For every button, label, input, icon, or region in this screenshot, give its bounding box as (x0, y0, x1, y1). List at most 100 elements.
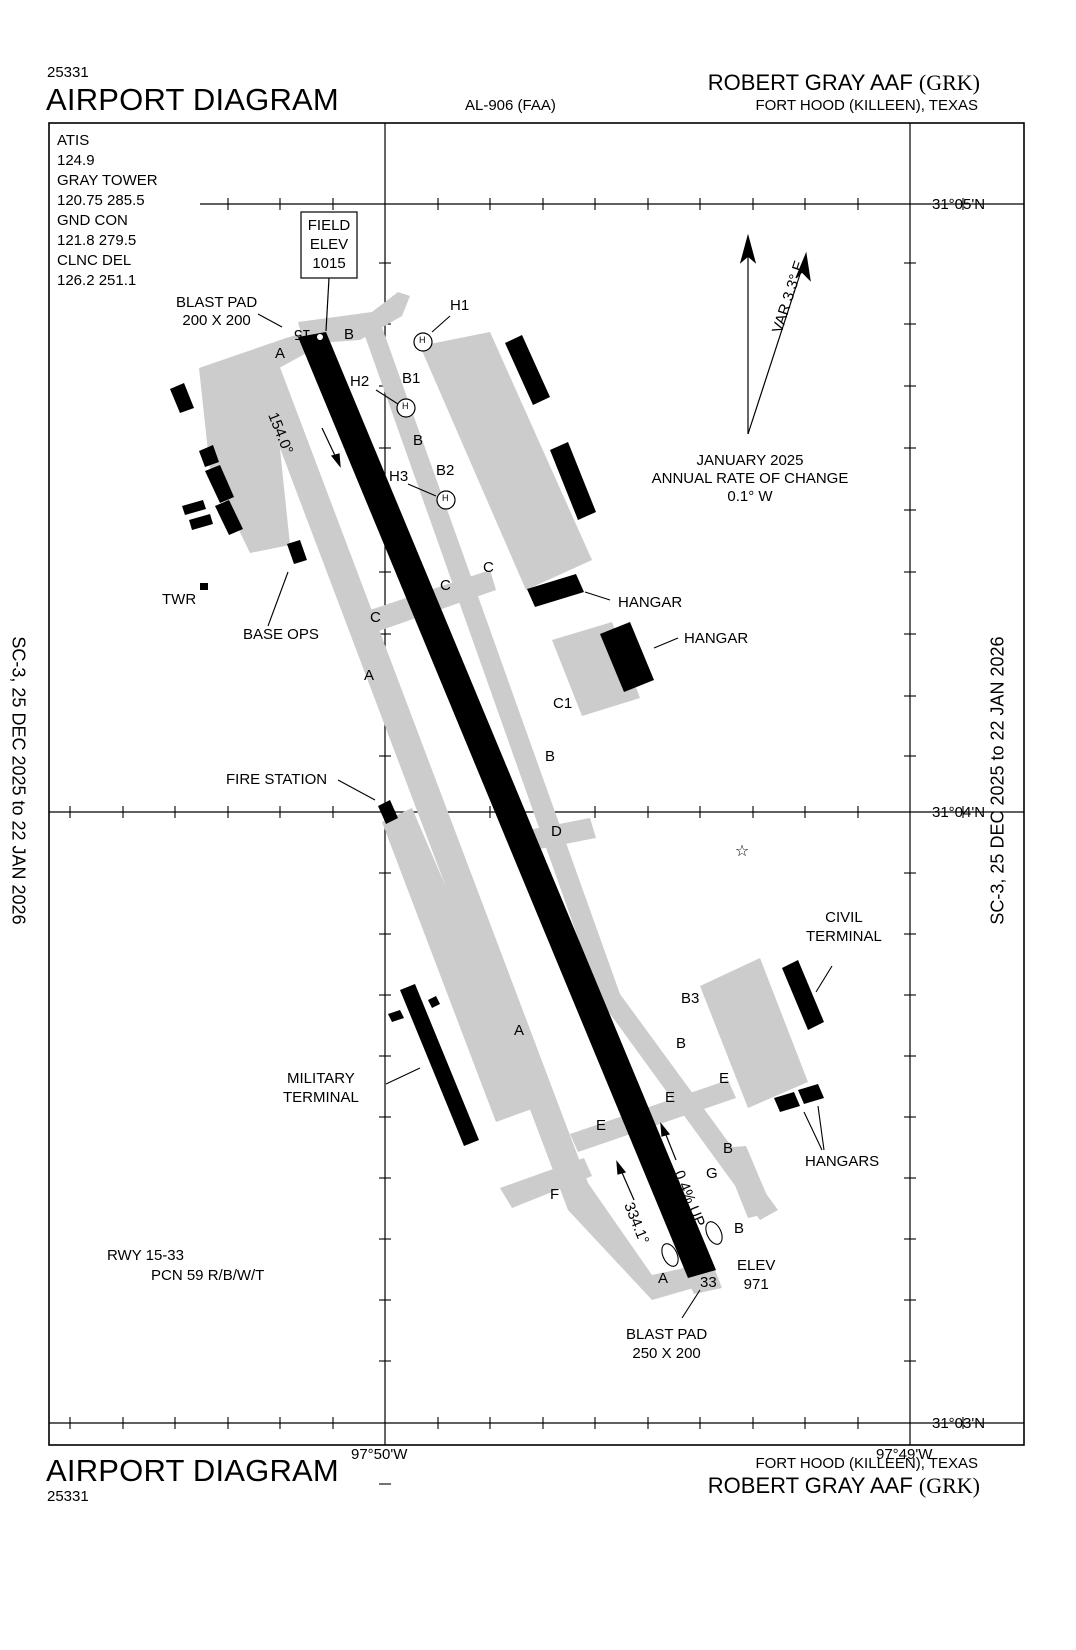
helipad-h3 (436, 490, 456, 510)
freq-tower-value: 120.75 285.5 (57, 192, 145, 209)
freq-ground-label: GND CON (57, 212, 128, 229)
blast-pad-north-label: BLAST PAD 200 X 200 (176, 294, 257, 330)
magnetic-north-arrows (739, 233, 811, 435)
taxiway-label-b1: B1 (402, 370, 421, 387)
magvar-info: JANUARY 2025 ANNUAL RATE OF CHANGE 0.1° … (630, 452, 870, 506)
taxiway-label-a-end: A (658, 1270, 669, 1287)
civil-terminal (782, 960, 824, 1030)
taxiway-label-b-north: B (344, 326, 355, 343)
building-nw-1 (170, 383, 194, 413)
hangar-c1-label: HANGAR (684, 630, 749, 647)
field-elev-line1: FIELD (307, 217, 351, 234)
building-ne-1 (505, 335, 550, 405)
taxiway-label-b-end: B (734, 1220, 745, 1237)
taxiway-label-b2: B2 (436, 462, 455, 479)
runway-heading-arrows (321, 427, 677, 1201)
military-terminal-label: MILITARY TERMINAL (283, 1069, 359, 1107)
lon-label-97-49: 97°49'W (876, 1446, 933, 1463)
hangar-south-2 (798, 1084, 824, 1104)
buildings (170, 335, 824, 1146)
runway-info-line1: RWY 15-33 (107, 1247, 184, 1264)
twr-label: TWR (162, 591, 197, 608)
grid-ticks (69, 198, 964, 1485)
runway-end-elev-value: 971 (743, 1276, 769, 1293)
helipad-h1 (413, 332, 433, 352)
hangar-south-1 (774, 1092, 800, 1112)
airport-location-top: FORT HOOD (KILLEEN), TEXAS (755, 97, 978, 114)
civil-terminal-line1: CIVIL (825, 909, 863, 926)
taxiway-label-a-north: A (275, 345, 286, 362)
taxiway-label-e-3: E (596, 1117, 607, 1134)
taxiway-d-connector (528, 818, 596, 850)
blast-pad-north-dims: 200 X 200 (182, 312, 251, 329)
taxiway-a-strip (248, 362, 704, 1300)
true-north-arrowhead (739, 233, 757, 264)
lat-label-31-05: 31°05'N (932, 196, 986, 213)
hangar-north-label: HANGAR (618, 594, 683, 611)
h3-pad-letter: H (442, 493, 449, 503)
taxiway-label-a-mid: A (364, 667, 375, 684)
leader-lines (257, 313, 833, 1319)
h1-pad-letter: H (419, 335, 426, 345)
helipad-h2 (396, 398, 416, 418)
fire-station (378, 800, 398, 824)
building-nw-2 (199, 445, 219, 467)
map-frame (48, 122, 1025, 1446)
freq-clearance-label: CLNC DEL (57, 252, 132, 269)
freq-tower-label: GRAY TOWER (57, 172, 158, 189)
chart-number-bottom: 25331 (47, 1488, 89, 1505)
taxiway-label-c-3: C (370, 609, 381, 626)
freq-clearance-value: 126.2 251.1 (57, 272, 137, 289)
base-ops-building (287, 540, 307, 564)
taxiway-label-c1: C1 (553, 695, 573, 712)
building-military-2 (388, 1010, 404, 1022)
chart-number-top: 25331 (47, 64, 89, 81)
frequency-list: ATIS 124.9 GRAY TOWER 120.75 285.5 GND C… (57, 131, 158, 291)
airport-name-top: ROBERT GRAY AAF (GRK) (708, 70, 980, 96)
taxiway-label-c-1: C (440, 577, 451, 594)
airport-ident-bottom: (GRK) (918, 1473, 980, 1498)
field-elev-line2: ELEV (309, 236, 349, 253)
taxiway-g-connector (720, 1146, 774, 1218)
taxiway-label-g: G (706, 1165, 718, 1182)
airport-name-bottom: ROBERT GRAY AAF (GRK) (708, 1473, 980, 1499)
freq-atis-value: 124.9 (57, 152, 95, 169)
taxiway-label-c-2: C (483, 559, 494, 576)
airport-name-text-bottom: ROBERT GRAY AAF (707, 1473, 913, 1498)
taxiway-label-e-2: E (665, 1089, 676, 1106)
field-elev-box (300, 211, 358, 279)
taxiway-label-b-south2: B (723, 1140, 734, 1157)
blast-pad-south-dims: 250 X 200 (632, 1345, 701, 1362)
magvar-date: JANUARY 2025 (696, 452, 804, 469)
civil-terminal-label: CIVIL TERMINAL (806, 908, 882, 946)
military-terminal-line2: TERMINAL (283, 1089, 359, 1106)
military-terminal (400, 984, 479, 1146)
h2-label: H2 (350, 373, 370, 390)
magnetic-north-arrowhead (795, 251, 811, 282)
east-apron-north (420, 332, 592, 590)
taxiway-label-d: D (551, 823, 562, 840)
freq-atis-label: ATIS (57, 132, 90, 149)
h2-pad-letter: H (402, 401, 409, 411)
taxiway-label-b3: B3 (681, 990, 700, 1007)
fire-station-label: FIRE STATION (226, 771, 328, 788)
runway-info-line2: PCN 59 R/B/W/T (151, 1267, 265, 1284)
taxiway-label-e-1: E (719, 1070, 730, 1087)
blast-pad-north-title: BLAST PAD (176, 294, 258, 311)
magvar-rate: 0.1° W (727, 488, 773, 505)
hangars-label: HANGARS (805, 1153, 880, 1170)
civil-terminal-line2: TERMINAL (806, 928, 882, 945)
chart-title-bottom: AIRPORT DIAGRAM (46, 1453, 339, 1488)
runway-33-label: 33 (700, 1274, 717, 1291)
building-ne-2 (550, 442, 596, 520)
military-apron (382, 808, 540, 1122)
airport-name-text: ROBERT GRAY AAF (707, 70, 913, 95)
building-nw-6 (215, 500, 243, 535)
building-nw-3 (205, 465, 234, 503)
h3-label: H3 (389, 468, 409, 485)
building-nw-5 (189, 514, 213, 530)
field-elev-value: 1015 (312, 255, 346, 272)
field-elev-leader (325, 277, 330, 332)
beacon-star-icon: ☆ (735, 843, 749, 860)
tower-building (200, 583, 208, 590)
